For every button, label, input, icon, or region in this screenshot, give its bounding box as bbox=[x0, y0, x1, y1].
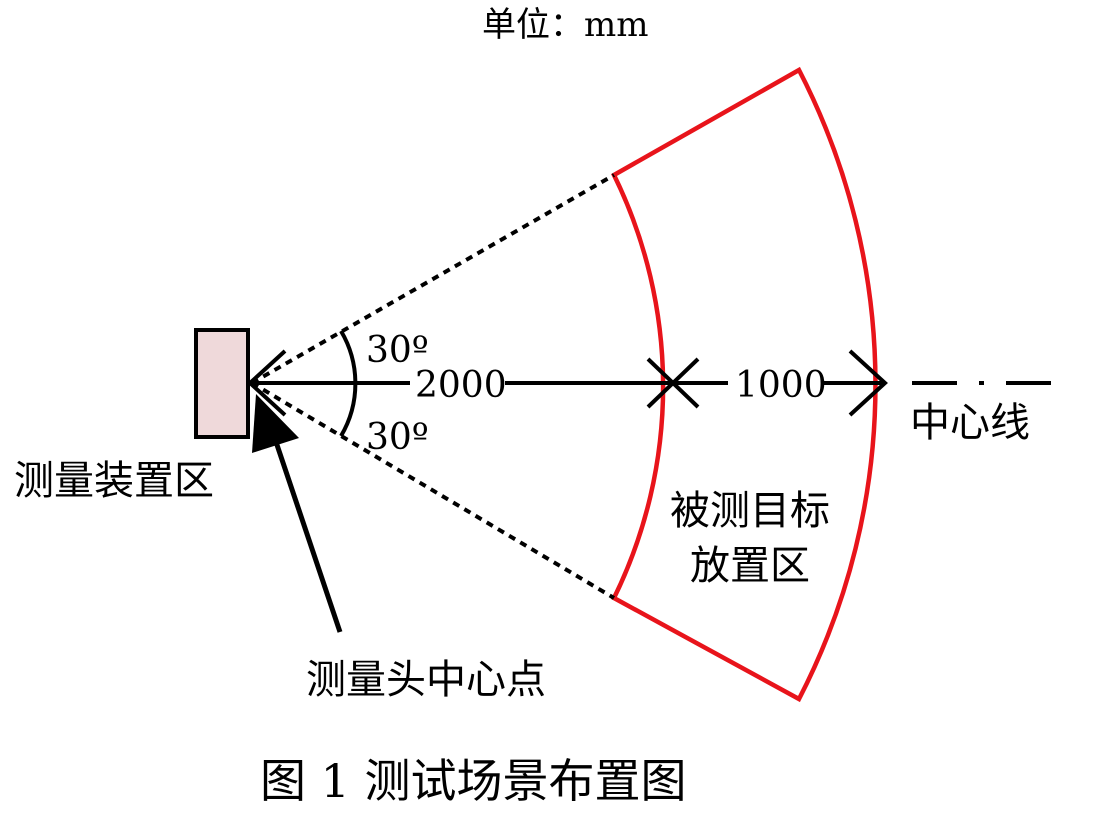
target-zone-outline bbox=[611, 66, 878, 703]
head-center-label: 测量头中心点 bbox=[306, 657, 546, 703]
axis-end-arrowhead bbox=[848, 349, 888, 417]
head-center-pointer-arrowhead bbox=[252, 394, 299, 453]
distance-2000-label: 2000 bbox=[415, 365, 507, 406]
axis-start-arrowhead bbox=[247, 349, 287, 417]
head-center-pointer-shaft bbox=[269, 429, 343, 633]
measuring-device-box bbox=[194, 328, 250, 439]
lower-boundary-ray bbox=[250, 381, 616, 600]
center-line-label: 中心线 bbox=[910, 400, 1030, 446]
angle-arc bbox=[339, 329, 358, 438]
figure-caption: 图 1 测试场景布置图 bbox=[260, 754, 687, 808]
target-area-label-line2: 放置区 bbox=[690, 543, 810, 589]
distance-1000-label: 1000 bbox=[735, 365, 827, 406]
lower-angle-label: 30º bbox=[366, 417, 429, 458]
upper-boundary-ray bbox=[251, 173, 615, 385]
device-area-label: 测量装置区 bbox=[14, 458, 214, 504]
upper-angle-label: 30º bbox=[366, 330, 429, 371]
inner-arc-cross-2 bbox=[646, 357, 700, 409]
unit-label: 单位：mm bbox=[482, 5, 648, 45]
target-area-label-line1: 被测目标 bbox=[670, 488, 830, 534]
